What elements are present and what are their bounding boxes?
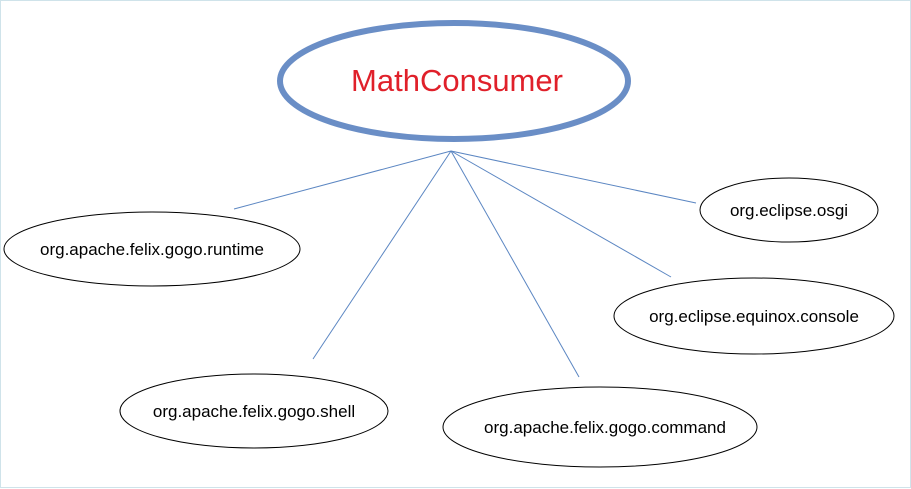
central-node: MathConsumer [277,20,631,142]
node-shell-label: org.apache.felix.gogo.shell [153,402,355,421]
connector-runtime [233,150,452,210]
node-runtime-label: org.apache.felix.gogo.runtime [40,240,264,259]
central-node-shape [277,20,631,142]
central-node-label: MathConsumer [351,63,563,98]
node-console-shape [613,277,895,355]
node-command-shape [442,386,758,468]
connector-console [450,150,672,278]
node-command-label: org.apache.felix.gogo.command [484,418,726,437]
node-runtime-shape [3,211,301,287]
node-osgi: org.eclipse.osgi [699,177,879,243]
node-shell: org.apache.felix.gogo.shell [119,373,389,449]
node-command: org.apache.felix.gogo.command [442,386,758,468]
node-osgi-label: org.eclipse.osgi [730,201,848,220]
node-runtime: org.apache.felix.gogo.runtime [3,211,301,287]
connector-osgi [450,150,697,204]
node-console: org.eclipse.equinox.console [613,277,895,355]
node-shell-shape [119,373,389,449]
connectors [233,150,697,378]
node-console-label: org.eclipse.equinox.console [649,307,859,326]
connector-shell [312,150,452,360]
node-osgi-shape [699,177,879,243]
connector-command [450,150,580,378]
